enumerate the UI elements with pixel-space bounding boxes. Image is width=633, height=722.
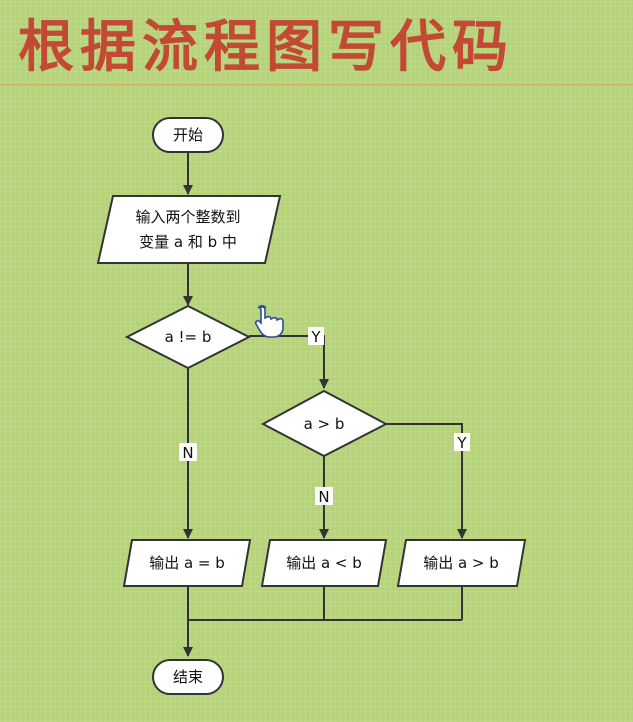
decision1-label: a != b xyxy=(165,328,212,346)
output-gt-box xyxy=(396,539,527,587)
start-label: 开始 xyxy=(173,126,203,144)
yes-label-bg xyxy=(308,327,324,345)
page-title: 根据流程图写代码 xyxy=(18,14,514,80)
end-terminal xyxy=(152,659,224,695)
end-label: 结束 xyxy=(173,668,203,686)
output-lt-box xyxy=(260,539,388,587)
decision1-yes-label: Y xyxy=(310,328,321,346)
yes-label-bg-2 xyxy=(454,433,470,451)
no-label-bg xyxy=(179,443,197,461)
header: 根据流程图写代码 xyxy=(0,0,633,86)
decision1-no-label: N xyxy=(182,444,193,462)
decision2-no-label: N xyxy=(318,488,329,506)
decision-a-gt-b xyxy=(260,389,389,458)
start-terminal xyxy=(152,117,224,153)
output-gt-label: 输出 a > b xyxy=(423,554,499,572)
decision2-label: a > b xyxy=(304,415,345,433)
input-box xyxy=(96,195,282,264)
output-eq-box xyxy=(122,539,252,587)
decision2-yes-label: Y xyxy=(456,434,467,452)
no-label-bg-2 xyxy=(315,487,333,505)
output-lt-label: 输出 a < b xyxy=(286,554,362,572)
input-label-line2: 变量 a 和 b 中 xyxy=(139,233,237,251)
hand-cursor-icon xyxy=(254,305,284,338)
decision-a-neq-b xyxy=(124,304,252,370)
connector-decision2-yes xyxy=(386,423,467,539)
input-label-line1: 输入两个整数到 xyxy=(135,208,240,226)
output-eq-label: 输出 a = b xyxy=(149,554,225,572)
